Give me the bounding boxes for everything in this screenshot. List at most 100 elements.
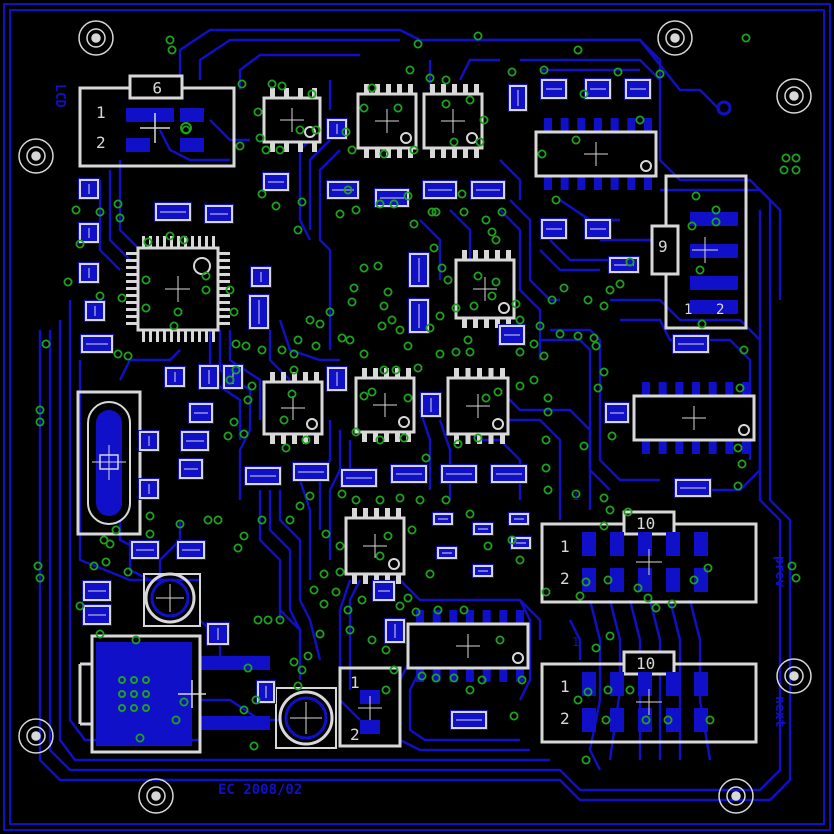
ring-icon	[373, 261, 383, 271]
ring-icon	[375, 495, 385, 505]
date-mark: EC 2008/02	[218, 782, 302, 798]
mcu-pin	[184, 331, 187, 342]
smd-component	[672, 334, 710, 354]
ring-icon	[279, 415, 289, 425]
mcu-pin	[156, 236, 159, 247]
ring-icon	[601, 715, 611, 725]
ring-icon	[35, 417, 45, 427]
smd-component	[540, 218, 568, 240]
ring-icon	[243, 663, 253, 673]
ring-icon	[319, 599, 329, 609]
ring-icon	[379, 365, 389, 375]
ring-icon	[235, 141, 245, 151]
ring-icon	[405, 65, 415, 75]
smd-component	[80, 334, 114, 354]
smd-component	[78, 262, 100, 284]
smd-component	[624, 78, 652, 100]
smd-component	[138, 478, 160, 500]
ring-icon	[583, 295, 593, 305]
ring-icon	[351, 205, 361, 215]
ring-icon	[395, 601, 405, 611]
ring-icon	[233, 543, 243, 553]
ring-icon	[491, 235, 501, 245]
ring-icon	[495, 635, 505, 645]
ring-icon	[289, 349, 299, 359]
ring-icon	[175, 519, 185, 529]
ring-icon	[225, 375, 235, 385]
smd-component	[206, 622, 230, 646]
ring-icon	[581, 577, 591, 587]
ring-icon	[325, 307, 335, 317]
ring-icon	[145, 529, 155, 539]
ring-icon	[167, 45, 177, 55]
ring-icon	[277, 345, 287, 355]
ring-icon	[141, 275, 151, 285]
ring-icon	[359, 103, 369, 113]
ring-icon	[451, 303, 461, 313]
ring-icon	[449, 137, 459, 147]
ring-icon	[791, 165, 801, 175]
ring-icon	[529, 339, 539, 349]
ring-icon	[311, 341, 321, 351]
header-next-one: 1	[560, 677, 570, 696]
ring-icon	[395, 493, 405, 503]
smd-component	[130, 540, 160, 560]
smd-component	[440, 464, 478, 484]
smd-component	[204, 204, 234, 224]
ring-icon	[509, 711, 519, 721]
ring-icon	[165, 35, 175, 45]
ring-icon	[243, 395, 253, 405]
ring-icon	[231, 339, 241, 349]
ring-icon	[507, 535, 517, 545]
mcu-pin	[142, 236, 145, 247]
ring-icon	[517, 675, 527, 685]
mcu-pin	[219, 301, 230, 304]
ring-icon	[105, 539, 115, 549]
ring-icon	[441, 495, 451, 505]
ring-icon	[695, 265, 705, 275]
ring-icon	[739, 345, 749, 355]
ring-icon	[95, 207, 105, 217]
smd-component	[180, 430, 210, 452]
mcu-pin	[156, 331, 159, 342]
ring-icon	[413, 363, 423, 373]
concentric-circle-icon	[718, 778, 754, 814]
right-conn-one: 1	[684, 302, 692, 318]
ring-icon	[35, 573, 45, 583]
smd-component	[472, 522, 494, 536]
board-outline	[3, 3, 831, 831]
smd-component	[420, 392, 442, 418]
ring-icon	[469, 301, 479, 311]
ring-icon	[391, 365, 401, 375]
ring-icon	[451, 347, 461, 357]
mcu-pin	[219, 315, 230, 318]
concentric-circle-icon	[78, 20, 114, 56]
mcu-pin	[126, 287, 137, 290]
ring-icon	[367, 635, 377, 645]
ring-icon	[791, 153, 801, 163]
ic-chip	[262, 372, 324, 444]
ring-icon	[543, 485, 553, 495]
ring-icon	[465, 509, 475, 519]
ring-icon	[261, 145, 271, 155]
small-one-bottom: 1	[572, 635, 579, 649]
ring-icon	[425, 323, 435, 333]
ring-icon	[135, 733, 145, 743]
ring-icon	[615, 279, 625, 289]
ring-icon	[417, 671, 427, 681]
ring-icon	[515, 347, 525, 357]
ring-icon	[429, 243, 439, 253]
ring-icon	[687, 221, 697, 231]
ring-icon	[257, 345, 267, 355]
header-next-two: 2	[560, 709, 570, 728]
ring-icon	[435, 349, 445, 359]
ring-icon	[425, 569, 435, 579]
ring-icon	[289, 657, 299, 667]
ring-icon	[543, 393, 553, 403]
ring-icon	[403, 191, 413, 201]
mcu-pin	[126, 308, 137, 311]
ring-icon	[667, 599, 677, 609]
ring-icon	[733, 443, 743, 453]
smd-component	[178, 458, 204, 480]
ring-icon	[257, 189, 267, 199]
